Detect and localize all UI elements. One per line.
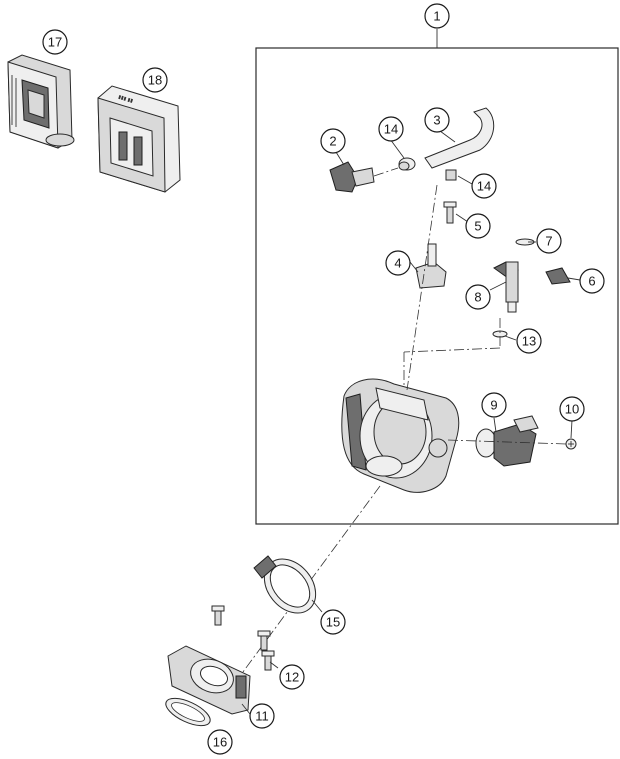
- callout-label: 16: [213, 735, 227, 750]
- callout-label: 5: [474, 219, 481, 234]
- callout-label: 7: [545, 234, 552, 249]
- part-11-flange: [167, 645, 251, 715]
- callout-12: 12: [279, 664, 305, 690]
- part-6-clip: [545, 267, 581, 285]
- callout-11: 11: [249, 703, 275, 729]
- part-14-clamp-lower: [445, 169, 473, 185]
- callout-4: 4: [385, 250, 411, 276]
- part-3-hose: [424, 107, 495, 169]
- callout-label: 17: [48, 35, 62, 50]
- throttle-body: [341, 378, 460, 493]
- callout-3: 3: [424, 107, 450, 133]
- svg-text:▮▮▮ ▮▮: ▮▮▮ ▮▮: [117, 94, 133, 104]
- part-17-control-unit: [7, 54, 75, 149]
- part-2-sensor: [329, 151, 399, 193]
- callout-9: 9: [481, 392, 507, 418]
- callout-label: 1: [433, 9, 440, 24]
- callout-label: 14: [384, 122, 398, 137]
- callout-label: 10: [565, 402, 579, 417]
- part-7-o-ring: [515, 238, 536, 246]
- callout-label: 11: [255, 709, 269, 724]
- callout-14-lower: 14: [471, 173, 497, 199]
- callout-8: 8: [465, 284, 491, 310]
- callout-label: 14: [477, 179, 491, 194]
- callout-1: 1: [424, 3, 450, 29]
- callout-label: 18: [148, 73, 162, 88]
- callout-6: 6: [579, 268, 605, 294]
- callout-18: 18: [142, 67, 168, 93]
- callout-2: 2: [320, 128, 346, 154]
- axis-lines: [239, 184, 567, 677]
- part-8-injector: [489, 261, 519, 313]
- part-12-screws: [211, 605, 279, 671]
- callout-label: 13: [522, 334, 536, 349]
- callout-16: 16: [207, 729, 233, 755]
- part-18-cover: ▮▮▮ ▮▮: [97, 85, 181, 193]
- callout-17: 17: [42, 29, 68, 55]
- part-15-clamp-band: [253, 555, 323, 614]
- part-16-o-ring: [165, 697, 211, 727]
- part-14-clamp-upper: [389, 138, 416, 171]
- callout-5: 5: [465, 213, 491, 239]
- callout-label: 3: [433, 113, 440, 128]
- callout-label: 6: [588, 274, 595, 289]
- part-13-o-ring: [492, 330, 517, 341]
- part-9-tps: [475, 415, 539, 467]
- callout-label: 2: [329, 134, 336, 149]
- callout-10: 10: [559, 396, 585, 422]
- callout-label: 12: [285, 670, 299, 685]
- part-10-screw: [565, 419, 577, 450]
- callout-13: 13: [516, 328, 542, 354]
- callout-label: 9: [490, 398, 497, 413]
- callout-7: 7: [536, 228, 562, 254]
- callout-14-upper: 14: [378, 116, 404, 142]
- callout-label: 4: [394, 256, 401, 271]
- callout-15: 15: [320, 609, 346, 635]
- callout-label: 8: [474, 290, 481, 305]
- part-4-pressure-sensor: [409, 243, 447, 289]
- callout-label: 15: [326, 615, 340, 630]
- part-5-screw: [443, 201, 469, 224]
